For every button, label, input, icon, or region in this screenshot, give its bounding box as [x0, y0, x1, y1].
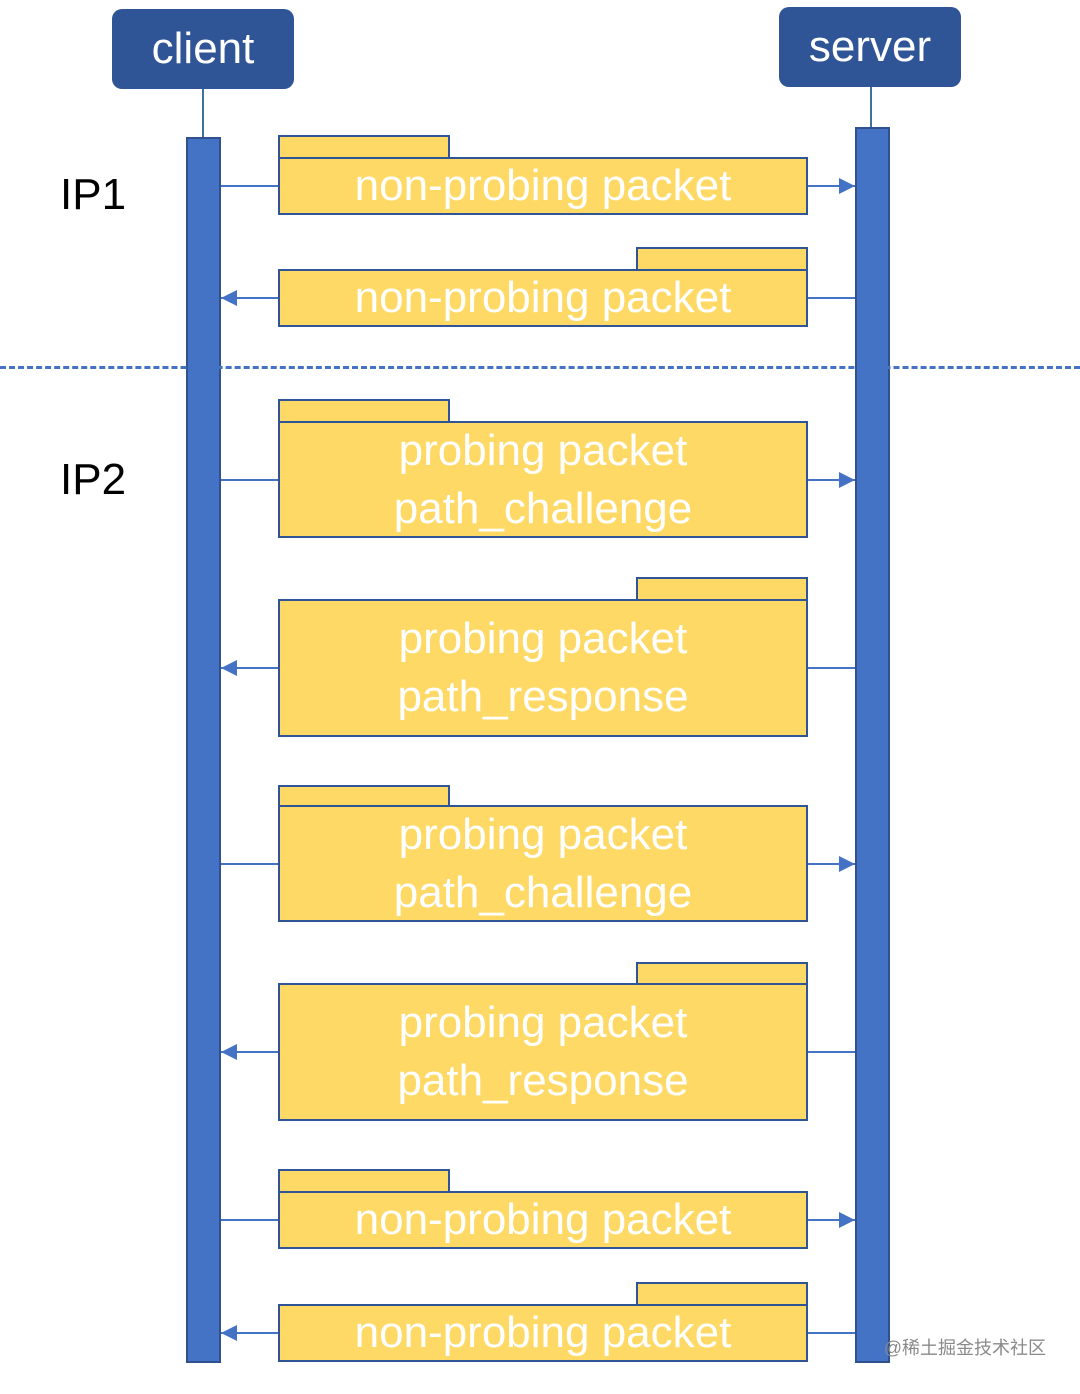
client-connector	[202, 89, 204, 137]
packet-label: probing packet	[398, 809, 688, 859]
message-line	[808, 1219, 855, 1221]
packet-label: non-probing packet	[354, 1308, 732, 1357]
packet-body: probing packet path_response	[278, 599, 808, 737]
server-actor: server	[779, 7, 961, 87]
message-line	[221, 1332, 278, 1334]
message-line	[221, 297, 278, 299]
arrow-right-icon	[839, 1212, 855, 1228]
arrow-left-icon	[221, 1044, 237, 1060]
message-line	[221, 478, 278, 481]
packet-label: non-probing packet	[354, 161, 732, 210]
packet-label: probing packet	[398, 614, 688, 663]
message-line	[808, 478, 855, 481]
message-line	[221, 862, 278, 865]
watermark: @稀土掘金技术社区	[883, 1338, 1046, 1358]
message-line	[808, 185, 855, 187]
packet-tab	[278, 399, 450, 423]
server-lifeline	[855, 127, 890, 1363]
arrow-right-icon	[839, 855, 855, 872]
packet-body: probing packet path_challenge	[278, 805, 808, 922]
arrow-left-icon	[221, 290, 237, 306]
message-line	[808, 1332, 855, 1334]
packet-label: non-probing packet	[354, 1195, 732, 1244]
packet-label: path_response	[397, 672, 689, 721]
ip2-label: IP2	[60, 455, 127, 504]
packet-body: non-probing packet	[278, 157, 808, 215]
packet-tab	[636, 1282, 808, 1306]
packet-label: path_challenge	[393, 483, 693, 533]
packet-label: path_challenge	[393, 867, 693, 917]
packet-label: probing packet	[398, 425, 688, 475]
message-line	[808, 297, 855, 299]
server-connector	[870, 87, 872, 127]
message-line	[221, 185, 278, 187]
arrow-right-icon	[839, 471, 855, 488]
packet-body: non-probing packet	[278, 1191, 808, 1249]
packet-label: path_response	[397, 1056, 689, 1105]
message-line	[221, 1219, 278, 1221]
message-line	[808, 667, 855, 669]
packet-tab	[636, 577, 808, 601]
client-actor: client	[112, 9, 294, 89]
arrow-left-icon	[221, 660, 237, 676]
packet-label: probing packet	[398, 998, 688, 1047]
packet-tab	[636, 247, 808, 271]
message-line	[808, 1051, 855, 1053]
arrow-left-icon	[221, 1325, 237, 1341]
packet-body: probing packet path_response	[278, 983, 808, 1121]
ip1-label: IP1	[60, 170, 127, 219]
packet-tab	[278, 135, 450, 159]
message-line	[221, 667, 278, 669]
packet-tab	[278, 1169, 450, 1193]
message-line	[808, 862, 855, 865]
packet-label: non-probing packet	[354, 273, 732, 322]
arrow-right-icon	[839, 178, 855, 194]
client-lifeline	[186, 137, 221, 1363]
packet-body: probing packet path_challenge	[278, 421, 808, 538]
packet-body: non-probing packet	[278, 1304, 808, 1362]
message-line	[221, 1051, 278, 1053]
network-change-divider	[0, 366, 1080, 369]
packet-body: non-probing packet	[278, 269, 808, 327]
